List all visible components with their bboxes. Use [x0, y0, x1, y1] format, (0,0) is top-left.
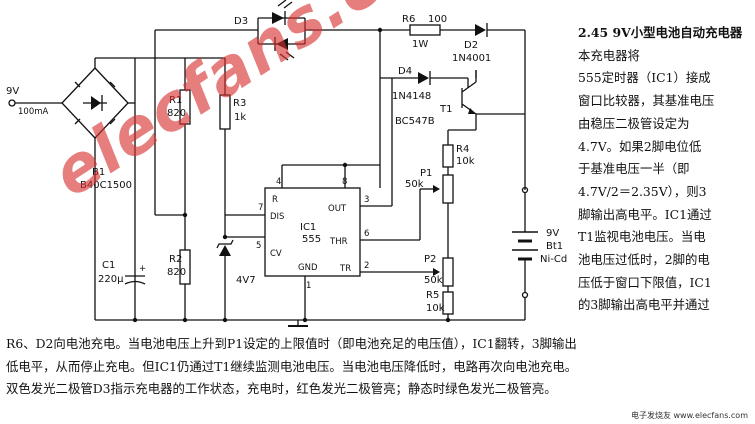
- r1-value: 820: [167, 108, 186, 119]
- description-side-column: 2.45 9V小型电池自动充电器 本充电器将 555定时器（IC1）接成 窗口比…: [578, 22, 750, 317]
- ic-part: 555: [302, 234, 321, 245]
- battery-terminal-minus: [521, 291, 529, 299]
- ic-pin-num-4: 4: [276, 177, 281, 187]
- transistor-t1: [461, 81, 477, 115]
- ic-pin-tr: TR: [339, 264, 351, 274]
- bottom-line: 双色发光二极管D3指示充电器的工作状态，充电时，红色发光二极管亮；静态时绿色发光…: [6, 381, 557, 397]
- c1-value: 220μ: [98, 274, 124, 285]
- side-line: 压低于窗口下限值，IC1: [578, 274, 712, 290]
- r4-ref: R4: [456, 144, 469, 155]
- d4-ref: D4: [398, 66, 412, 77]
- r2-value: 820: [167, 267, 186, 278]
- ic1-555: [264, 187, 361, 277]
- bridge-ref: B1: [92, 167, 105, 178]
- bottom-line: 低电平，从而停止充电。但IC1仍通过T1继续监测电池电压。当电池电压降低时，电路…: [6, 358, 578, 374]
- d2-part: 1N4001: [452, 53, 491, 64]
- ic-pin-dis: DIS: [270, 212, 284, 222]
- section-heading: 2.45 9V小型电池自动充电器: [578, 25, 743, 40]
- side-line: 4.7V/2＝2.35V），则3: [578, 183, 707, 199]
- c1-ref: C1: [102, 260, 115, 271]
- side-line: 窗口比较器，其基准电压: [578, 93, 715, 109]
- d3-ref: D3: [234, 16, 248, 27]
- p1-ref: P1: [420, 168, 432, 179]
- resistor-r4: [442, 144, 454, 168]
- t1-part: BC547B: [395, 116, 435, 127]
- ic-pin-num-1: 1: [306, 281, 311, 291]
- r2-ref: R2: [169, 254, 182, 265]
- bottom-line: R6、D2向电池充电。当电池电压上升到P1设定的上限值时（即电池充足的电压值），…: [6, 336, 577, 351]
- ic-pin-num-6: 6: [364, 229, 369, 239]
- r5-ref: R5: [426, 290, 439, 301]
- bicolor-led-d3: [257, 0, 306, 61]
- bridge-part: B40C1500: [80, 180, 132, 191]
- r6-value: 100: [428, 14, 447, 25]
- capacitor-c1: +: [124, 264, 146, 285]
- side-line: 4.7V。如果2脚电位低: [578, 138, 702, 154]
- zener-diode: [216, 239, 234, 256]
- r5-value: 10k: [426, 303, 445, 314]
- side-line: T1监视电池电压。当电: [578, 229, 706, 245]
- ic-pin-num-3: 3: [364, 195, 369, 205]
- potentiometer-p1: [442, 174, 454, 204]
- resistor-r3: [219, 94, 231, 130]
- p1-value: 50k: [405, 179, 424, 190]
- potentiometer-p2: [442, 257, 454, 287]
- side-line: 池电压过低时，2脚的电: [578, 252, 710, 268]
- d4-part: 1N4148: [392, 91, 431, 102]
- supply-current-label: 100mA: [18, 107, 49, 117]
- resistor-r6: [409, 24, 441, 36]
- ic-pin-num-7: 7: [258, 203, 263, 213]
- diode-d4: [418, 71, 431, 85]
- battery-voltage: 9V: [546, 228, 559, 239]
- side-line: 由稳压二极管设定为: [578, 115, 690, 131]
- battery-ref: Bt1: [546, 241, 563, 252]
- side-line: 的3脚输出高电平并通过: [578, 297, 710, 313]
- bridge-rectifier: [61, 67, 129, 139]
- r1-ref: R1: [169, 95, 182, 106]
- site-logo: 电子发烧友 www.elecfans.com: [627, 409, 751, 422]
- r3-ref: R3: [233, 98, 246, 109]
- svg-text:+: +: [139, 264, 146, 274]
- ic-pin-thr: THR: [329, 237, 348, 247]
- r4-value: 10k: [456, 156, 475, 167]
- side-line: 本充电器将: [578, 47, 640, 63]
- side-line: 脚输出高电平。IC1通过: [578, 206, 712, 222]
- side-line: 于基准电压一半（即: [578, 161, 690, 177]
- ic-ref: IC1: [300, 222, 316, 233]
- r3-value: 1k: [234, 112, 246, 123]
- p2-value: 50k: [424, 275, 443, 286]
- p2-ref: P2: [424, 254, 436, 265]
- d2-ref: D2: [464, 40, 478, 51]
- ic-pin-num-2: 2: [364, 261, 369, 271]
- description-bottom: R6、D2向电池充电。当电池电压上升到P1设定的上限值时（即电池充足的电压值），…: [6, 333, 750, 401]
- ic-pin-cv: CV: [270, 249, 282, 259]
- r6-power: 1W: [412, 39, 428, 50]
- battery-bt1: [512, 231, 538, 261]
- battery-type: Ni-Cd: [540, 254, 567, 265]
- side-line: 555定时器（IC1）接成: [578, 70, 711, 86]
- ic-pin-reset: R: [272, 195, 278, 205]
- diode-d2: [475, 23, 488, 37]
- supply-voltage-label: 9V: [6, 86, 19, 97]
- ic-pin-out: OUT: [328, 204, 347, 214]
- battery-terminal-plus: [521, 186, 529, 194]
- t1-ref: T1: [439, 104, 452, 115]
- ic-pin-gnd: GND: [298, 263, 318, 273]
- ic-pin-num-5: 5: [256, 241, 261, 251]
- circuit-schematic: 9V 100mA B1 B40C1500 + C1 220μ: [6, 0, 567, 327]
- r6-ref: R6: [402, 14, 415, 25]
- zener-value: 4V7: [236, 275, 256, 286]
- supply-terminal: [8, 99, 16, 107]
